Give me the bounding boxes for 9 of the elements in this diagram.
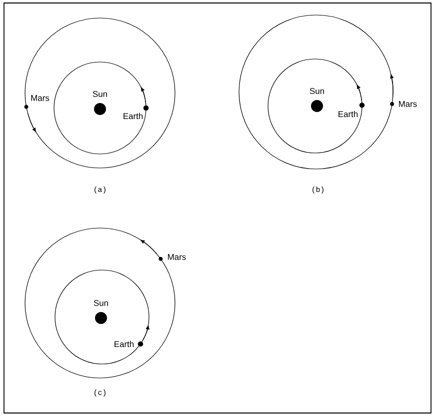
body-label: Mars: [31, 95, 50, 101]
body-label: Sun: [310, 88, 324, 94]
body-label: Earth: [124, 112, 143, 120]
body-label: Mars: [399, 101, 417, 107]
body-label: Mars: [168, 254, 186, 260]
body-label: Earth: [114, 340, 134, 348]
body-label: Sun: [94, 300, 108, 306]
body-label: Earth: [338, 110, 358, 118]
body-label: Sun: [92, 91, 107, 97]
